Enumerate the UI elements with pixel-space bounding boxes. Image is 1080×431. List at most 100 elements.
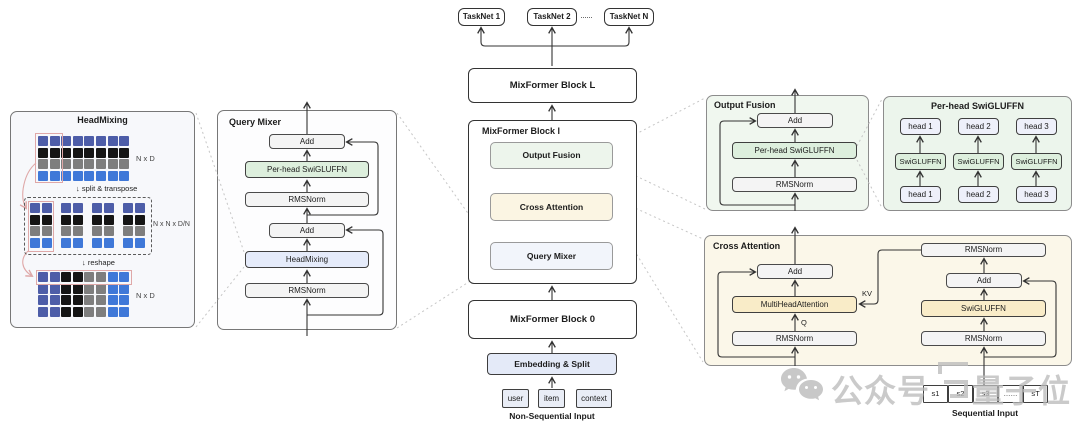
head2-in-box: head 2 [958,186,999,203]
user-input-label: user [507,393,524,403]
ca-mha-label: MultiHeadAttention [760,299,829,309]
headmixing-highlight-bottom [36,270,132,285]
seq-token-ellipsis-label: …… [1003,390,1018,398]
user-input-box: user [502,389,529,408]
mixformer-block-0: MixFormer Block 0 [468,300,637,339]
q-label: Q [801,318,807,327]
query-mixer-box-label: Query Mixer [526,250,577,261]
of-add-box: Add [757,113,833,128]
ca-rmsnorm-botright-box: RMSNorm [921,331,1046,346]
watermark-account-type: 公众号 [831,373,931,409]
headmixing-matrix-head4 [123,203,145,248]
reshape-label: ↓ reshape [82,258,115,267]
item-input-label: item [543,393,560,403]
headmixing-highlight-mid [28,201,54,252]
of-rmsnorm-label: RMSNorm [775,179,814,189]
qm-add-mid-label: Add [299,225,315,235]
ca-rmsnorm-left-label: RMSNorm [775,333,814,343]
headmixing-matrix-bottom [38,272,130,317]
embedding-split-label: Embedding & Split [514,358,590,369]
perhead-panel-title: Per-head SwiGLUFFN [930,101,1024,111]
qm-perhead-ffn-label: Per-head SwiGLUFFN [266,164,348,174]
output-fusion-panel-title: Output Fusion [714,100,776,110]
non-sequential-input-caption: Non-Sequential Input [509,411,595,421]
output-fusion-box: Output Fusion [490,142,613,169]
kv-label: KV [862,289,873,298]
qbitai-logo [934,360,972,402]
qm-rmsnorm-bottom-box: RMSNorm [245,283,369,298]
qm-rmsnorm-bottom-label: RMSNorm [288,285,326,295]
of-add-label: Add [787,115,803,125]
qm-perhead-ffn-box: Per-head SwiGLUFFN [245,161,369,178]
embedding-split-box: Embedding & Split [487,353,617,375]
sequential-input-caption: Sequential Input [951,408,1019,418]
tasknet-n-label: TaskNet N [609,12,649,21]
head3-in-label: head 3 [1024,189,1049,199]
head1-in-label: head 1 [908,189,933,199]
headmixing-split-group [24,197,152,255]
seq-token-s1: s1 [923,385,948,403]
ca-rmsnorm-topright-box: RMSNorm [921,243,1046,257]
headmixing-highlight-top [35,133,63,183]
ca-rmsnorm-left-box: RMSNorm [732,331,857,346]
cross-attention-box-label: Cross Attention [519,201,584,212]
query-mixer-box: Query Mixer [490,242,613,270]
headmixing-matrix-top [38,136,130,181]
headmixing-panel-title: HeadMixing [77,115,128,125]
of-perhead-ffn-label: Per-head SwiGLUFFN [754,145,835,155]
dim-label-top: N x D [136,154,155,163]
swigluffn2-label: SwiGLUFFN [957,156,1000,166]
dim-label-bottom: N x D [136,291,155,300]
seq-token-sT-label: sT [1031,389,1040,399]
seq-token-sT: sT [1023,385,1048,403]
headmixing-matrix-head2 [61,203,83,248]
qm-headmixing-label: HeadMixing [285,254,329,264]
ca-mha-box: MultiHeadAttention [732,296,857,313]
headmixing-matrix-head3 [92,203,114,248]
output-fusion-box-label: Output Fusion [522,150,581,161]
swigluffn3-label: SwiGLUFFN [1015,156,1058,166]
seq-token-s3-label: s3 [981,389,990,399]
ca-add-left-label: Add [787,266,803,276]
head3-out-label: head 3 [1024,121,1049,131]
qm-rmsnorm-mid-box: RMSNorm [245,192,369,207]
ca-swigluffn-label: SwiGLUFFN [961,303,1006,313]
mixformer-block-L-label: MixFormer Block L [509,79,596,91]
qm-add-top-label: Add [299,136,315,146]
ca-rmsnorm-botright-label: RMSNorm [964,333,1003,343]
ca-swigluffn-box: SwiGLUFFN [921,300,1046,317]
wechat-icon [780,366,826,404]
query-mixer-panel-title: Query Mixer [229,117,282,127]
item-input-box: item [538,389,565,408]
headmixing-matrix-head1 [30,203,52,248]
tasknet-1-box: TaskNet 1 [458,8,505,26]
of-rmsnorm-box: RMSNorm [732,177,857,192]
head1-in-box: head 1 [900,186,941,203]
mixformer-block-i-label: MixFormer Block l [482,126,561,136]
ca-add-left-box: Add [757,264,833,279]
ca-add-right-box: Add [946,273,1022,288]
mixformer-block-L: MixFormer Block L [468,68,637,103]
qm-rmsnorm-mid-label: RMSNorm [288,194,326,204]
cross-attention-box: Cross Attention [490,193,613,221]
seq-token-s3: s3 [973,385,998,403]
head3-out-box: head 3 [1016,118,1057,135]
tasknet-2-label: TaskNet 2 [533,12,571,21]
context-input-box: context [576,389,612,408]
swigluffn2-box: SwiGLUFFN [953,153,1004,170]
ca-add-right-label: Add [976,275,992,285]
head3-in-box: head 3 [1016,186,1057,203]
mixformer-block-0-label: MixFormer Block 0 [510,313,595,325]
split-transpose-label: ↓ split & transpose [76,184,138,193]
head2-in-label: head 2 [966,189,991,199]
head2-out-label: head 2 [966,121,991,131]
watermark-account-name: 量子位 [972,373,1072,409]
qm-add-mid-box: Add [269,223,345,238]
context-input-label: context [581,393,607,403]
qm-add-top-box: Add [269,134,345,149]
tasknet-ellipsis: ······ [580,12,593,22]
head2-out-box: head 2 [958,118,999,135]
tasknet-1-label: TaskNet 1 [462,12,501,21]
tasknet-2-box: TaskNet 2 [527,8,577,26]
